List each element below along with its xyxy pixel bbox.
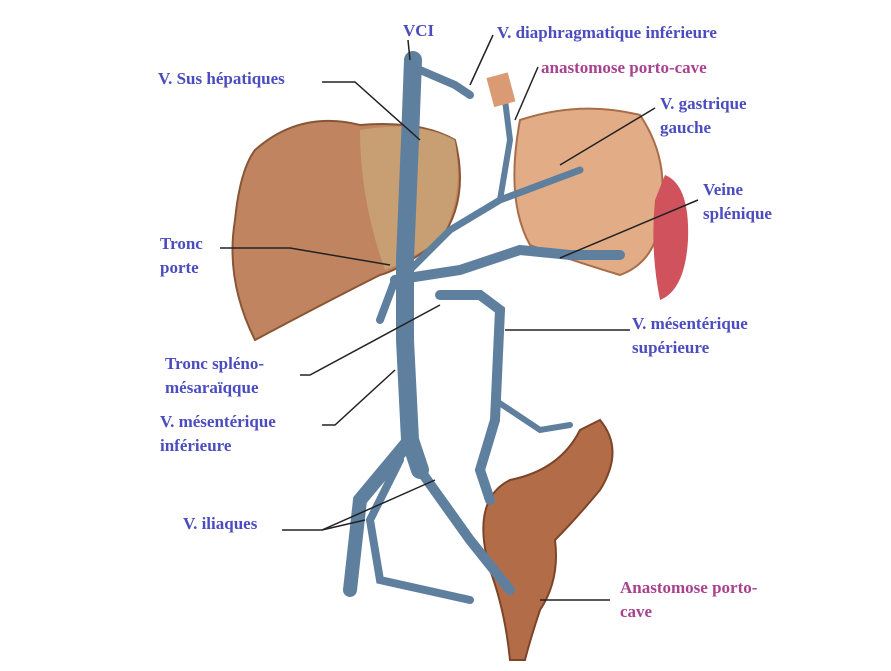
label-line: V. mésentérique — [632, 314, 748, 333]
label-line: gauche — [660, 118, 711, 137]
diaphragmatic-vein — [416, 66, 474, 99]
label-sus-hepatiques: V. Sus hépatiques — [158, 69, 285, 88]
portal-vein — [390, 244, 625, 285]
label-iliaques: V. iliaques — [183, 514, 258, 533]
colon — [482, 418, 614, 661]
label-line: inférieure — [160, 436, 232, 455]
veins — [343, 51, 625, 604]
label-line: splénique — [703, 204, 772, 223]
label-line: supérieure — [632, 338, 710, 357]
label-anastomose-top: anastomose porto-cave — [541, 58, 707, 77]
label-line: Tronc spléno- — [165, 354, 265, 373]
spleen — [653, 175, 689, 300]
label-line: mésaraïqque — [165, 378, 259, 397]
label-mesenterique-inferieure: V. mésentérique inférieure — [160, 410, 276, 458]
label-line: Tronc — [160, 234, 203, 253]
label-veine-splenique: Veine splénique — [703, 178, 772, 226]
label-line: Veine — [703, 180, 743, 199]
label-mesenterique-superieure: V. mésentérique supérieure — [632, 312, 748, 360]
label-line: Anastomose porto- — [620, 578, 758, 597]
leader-lines — [220, 34, 699, 601]
label-gastrique-gauche: V. gastrique gauche — [660, 92, 747, 140]
label-line: cave — [620, 602, 653, 621]
label-diaphragmatique: V. diaphragmatique inférieure — [497, 23, 717, 42]
label-line: V. mésentérique — [160, 412, 276, 431]
label-line: porte — [160, 258, 199, 277]
stomach — [513, 107, 664, 277]
label-tronc-porte: Tronc porte — [160, 232, 203, 280]
label-vci: VCI — [403, 21, 435, 40]
label-line: V. gastrique — [660, 94, 747, 113]
label-tronc-spleno-mesaraique: Tronc spléno- mésaraïqque — [165, 352, 264, 400]
label-anastomose-bottom: Anastomose porto- cave — [620, 576, 757, 624]
